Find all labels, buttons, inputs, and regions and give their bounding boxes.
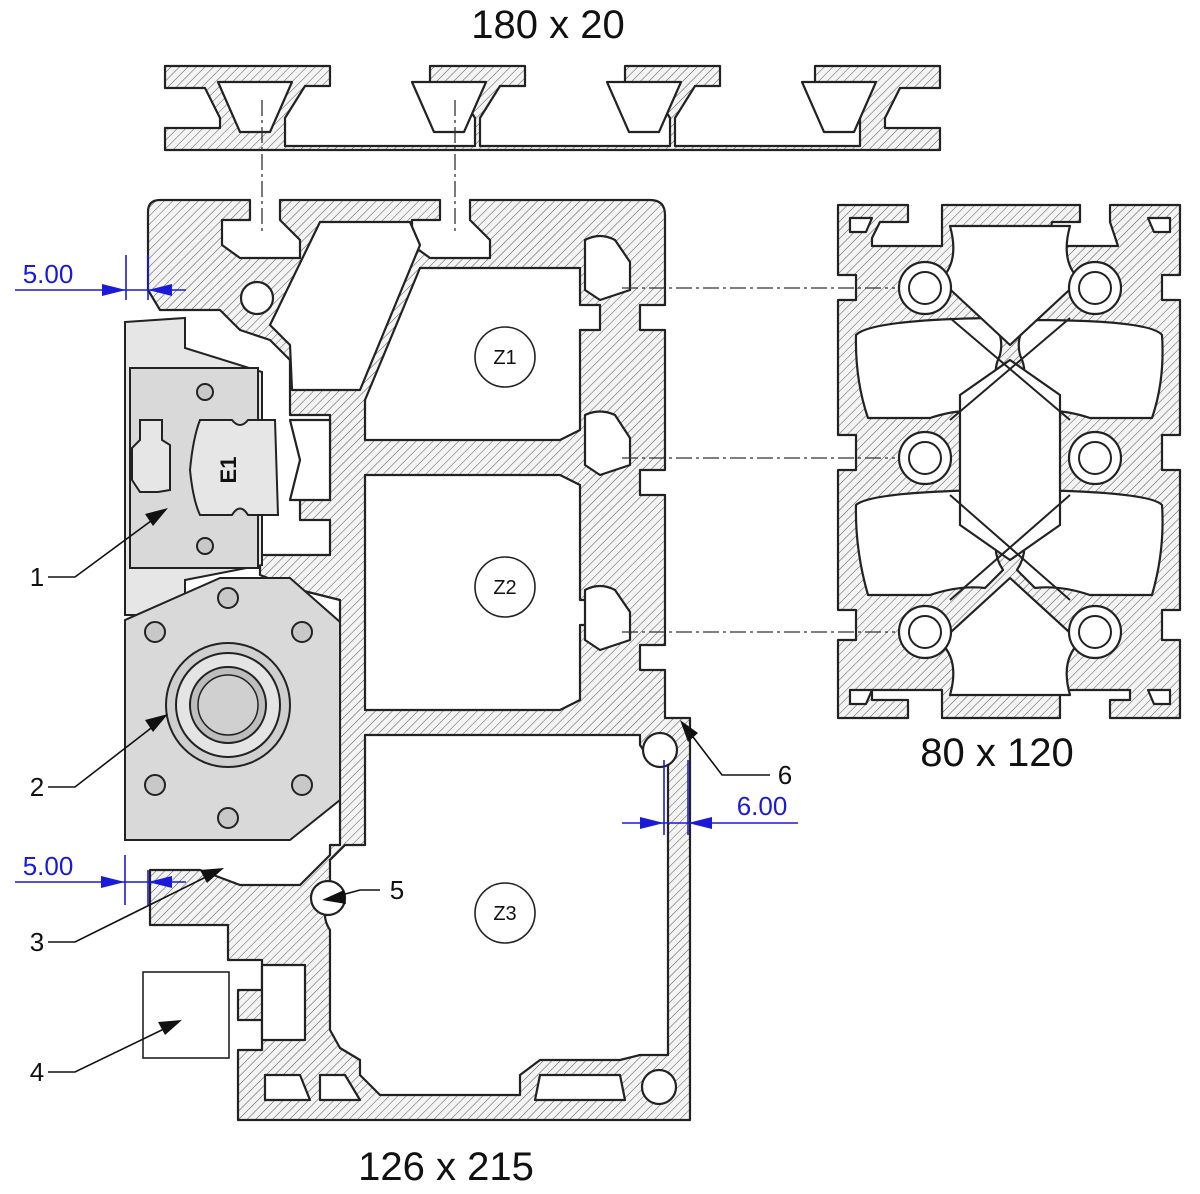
zone-z1-label: Z1 (493, 347, 516, 369)
callout-4 (48, 1020, 182, 1073)
dim-upper-left-value: 5.00 (23, 259, 74, 289)
callout-2-label: 2 (30, 772, 44, 802)
callout-2 (48, 714, 168, 788)
screw-icon (217, 807, 239, 829)
right-profile-label: 80 x 120 (920, 731, 1073, 775)
callout-1-label: 1 (30, 562, 44, 592)
callout-5 (322, 889, 380, 904)
callout-3-label: 3 (30, 927, 44, 957)
screw-icon (217, 587, 239, 609)
callout-5-label: 5 (390, 875, 404, 905)
profile-126x215 (146, 198, 692, 1122)
top-profile-label: 180 x 20 (471, 3, 624, 47)
zone-z1-circle (474, 326, 536, 388)
screw-icon (144, 774, 166, 796)
callout-4-label: 4 (30, 1057, 44, 1087)
dimension-upper-left (15, 255, 186, 300)
profile-180x20 (163, 64, 942, 152)
dim-right-gap-value: 6.00 (737, 791, 788, 821)
screw-icon (144, 621, 166, 643)
square-part-4 (142, 971, 230, 1059)
center-lines (261, 100, 895, 633)
callout-3 (48, 868, 224, 943)
screw-icon (291, 774, 313, 796)
zone-z3-circle (474, 882, 536, 944)
bearing-housing-assembly: E1 (124, 316, 341, 1059)
grease-nipple-icon (131, 419, 171, 493)
main-profile-label: 126 x 215 (358, 1145, 534, 1189)
zone-z3-label: Z3 (493, 903, 516, 925)
callout-6 (680, 720, 770, 776)
profile-80x120 (836, 203, 1182, 720)
screw-icon (196, 537, 214, 555)
dimension-lower-left (15, 855, 186, 905)
callout-1 (48, 508, 168, 578)
zone-z2-label: Z2 (493, 577, 516, 599)
component-e1-label: E1 (216, 457, 241, 484)
dimension-right-gap (622, 760, 798, 835)
callout-6-label: 6 (778, 760, 792, 790)
dim-lower-left-value: 5.00 (23, 851, 74, 881)
zone-z2-circle (474, 556, 536, 618)
screw-icon (196, 383, 214, 401)
screw-icon (291, 621, 313, 643)
